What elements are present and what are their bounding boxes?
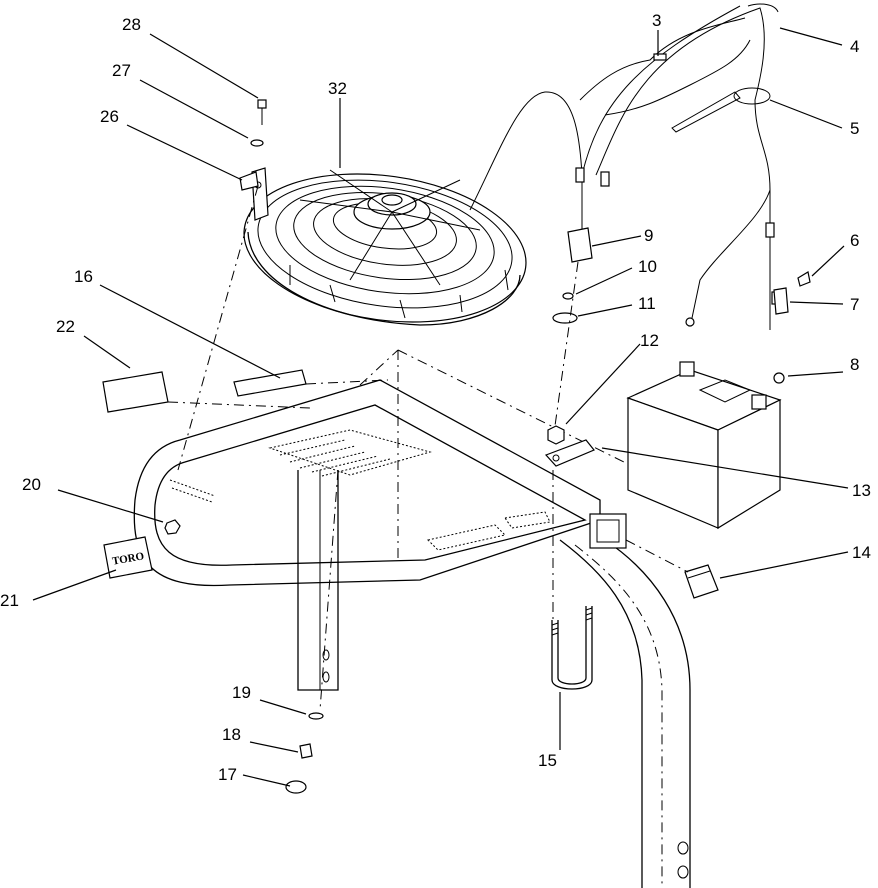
toro-decal-text: TORO <box>111 550 145 567</box>
frame-tube <box>133 349 641 587</box>
end-plug <box>625 539 719 599</box>
callout-7: 7 <box>850 295 859 314</box>
callout-18: 18 <box>222 725 241 744</box>
callout-15: 15 <box>538 751 557 770</box>
callout-8: 8 <box>850 355 859 374</box>
callout-12: 12 <box>640 331 659 350</box>
callout-16: 16 <box>74 267 93 286</box>
callout-17: 17 <box>218 765 237 784</box>
callout-26: 26 <box>100 107 119 126</box>
callout-22: 22 <box>56 317 75 336</box>
callout-9: 9 <box>644 226 653 245</box>
callout-6: 6 <box>850 231 859 250</box>
callout-13: 13 <box>852 481 871 500</box>
callout-5: 5 <box>850 119 859 138</box>
fuse <box>797 271 811 287</box>
cable-tie <box>671 87 771 133</box>
mesh-panels <box>169 429 551 551</box>
bolt-stack <box>177 99 339 794</box>
bracket-hardware <box>544 425 595 467</box>
decals <box>102 369 389 413</box>
callout-21: 21 <box>0 591 19 610</box>
callout-28: 28 <box>122 15 141 34</box>
battery <box>626 361 782 530</box>
callout-10: 10 <box>638 257 657 276</box>
callout-19: 19 <box>232 683 251 702</box>
callout-4: 4 <box>850 37 859 56</box>
callout-27: 27 <box>112 61 131 80</box>
callout-labels: 28 27 26 32 3 4 5 6 7 8 9 10 11 12 13 14… <box>0 11 871 784</box>
callout-14: 14 <box>852 543 871 562</box>
toro-decal: TORO <box>103 536 153 579</box>
u-bolt <box>551 470 593 690</box>
wire-harness <box>469 3 789 384</box>
leader-lines <box>32 27 849 787</box>
callout-3: 3 <box>652 11 661 30</box>
fan-assembly <box>243 167 527 326</box>
callout-32: 32 <box>328 79 347 98</box>
nut-20 <box>164 519 181 535</box>
callout-11: 11 <box>638 294 656 313</box>
frame-uprights <box>297 470 691 888</box>
relay-hardware <box>552 261 579 441</box>
callout-20: 20 <box>22 475 41 494</box>
